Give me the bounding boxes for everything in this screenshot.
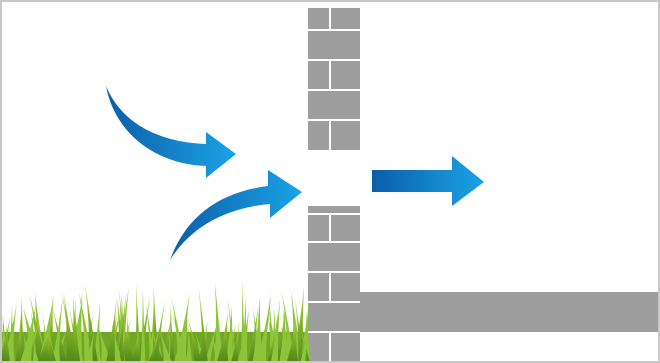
grass-blade bbox=[94, 300, 100, 361]
grass-blade bbox=[248, 302, 259, 361]
grass-blade bbox=[214, 282, 224, 361]
grass-blade bbox=[117, 318, 131, 361]
grass-blade bbox=[98, 325, 111, 361]
grass-blade bbox=[299, 308, 311, 361]
grass-blade bbox=[85, 330, 95, 361]
grass-blade bbox=[130, 327, 143, 361]
grass-blade bbox=[281, 290, 296, 361]
grass-blade bbox=[185, 325, 192, 361]
grass-blade bbox=[187, 317, 202, 361]
grass-blade bbox=[122, 315, 134, 361]
grass-blade bbox=[217, 311, 229, 361]
floor-slab bbox=[360, 292, 658, 332]
grass-blade bbox=[271, 297, 281, 361]
incoming-arrow-upper bbox=[106, 86, 236, 178]
outgoing-arrow bbox=[372, 156, 484, 206]
incoming-arrow-lower bbox=[170, 170, 302, 260]
grass-blade bbox=[252, 293, 263, 361]
grass-blade bbox=[159, 328, 172, 361]
grass-blade bbox=[47, 326, 56, 361]
grass-blade bbox=[47, 323, 56, 361]
grass-blade bbox=[140, 287, 146, 361]
grass-blade bbox=[225, 304, 234, 361]
grass-blade bbox=[15, 318, 24, 361]
grass-blade bbox=[149, 308, 154, 361]
grass-blade bbox=[237, 309, 249, 361]
grass-blade bbox=[209, 330, 222, 361]
grass-blade bbox=[52, 297, 63, 361]
grass-blade bbox=[37, 325, 51, 361]
grass-blade bbox=[68, 306, 81, 361]
grass bbox=[2, 281, 311, 361]
grass-blade bbox=[168, 329, 175, 361]
grass-blade bbox=[286, 315, 299, 361]
grass-blade bbox=[152, 299, 166, 361]
grass-blade bbox=[174, 292, 190, 361]
grass-blade bbox=[227, 298, 237, 361]
grass-blade bbox=[2, 315, 11, 361]
grass-blade bbox=[20, 300, 37, 361]
grass-blade bbox=[240, 281, 246, 361]
grass-blade bbox=[70, 294, 80, 361]
grass-blade bbox=[300, 317, 310, 361]
grass-blade bbox=[106, 298, 117, 361]
grass-blade bbox=[29, 294, 47, 361]
grass-blade bbox=[198, 285, 208, 361]
grass-blade bbox=[75, 291, 82, 361]
grass-blade bbox=[78, 291, 94, 361]
wall-lower bbox=[308, 206, 360, 361]
grass-blade bbox=[28, 324, 37, 361]
grass-blade bbox=[257, 293, 272, 361]
grass-blade bbox=[116, 291, 127, 361]
grass-blade bbox=[231, 320, 240, 361]
wall-upper bbox=[308, 8, 360, 150]
grass-blade bbox=[169, 302, 175, 361]
grass-blade bbox=[63, 291, 76, 361]
grass-blade bbox=[111, 323, 122, 361]
grass-blade bbox=[302, 298, 310, 361]
grass-blade bbox=[16, 293, 25, 361]
grass-blade bbox=[295, 299, 305, 361]
grass-blade bbox=[7, 306, 15, 361]
